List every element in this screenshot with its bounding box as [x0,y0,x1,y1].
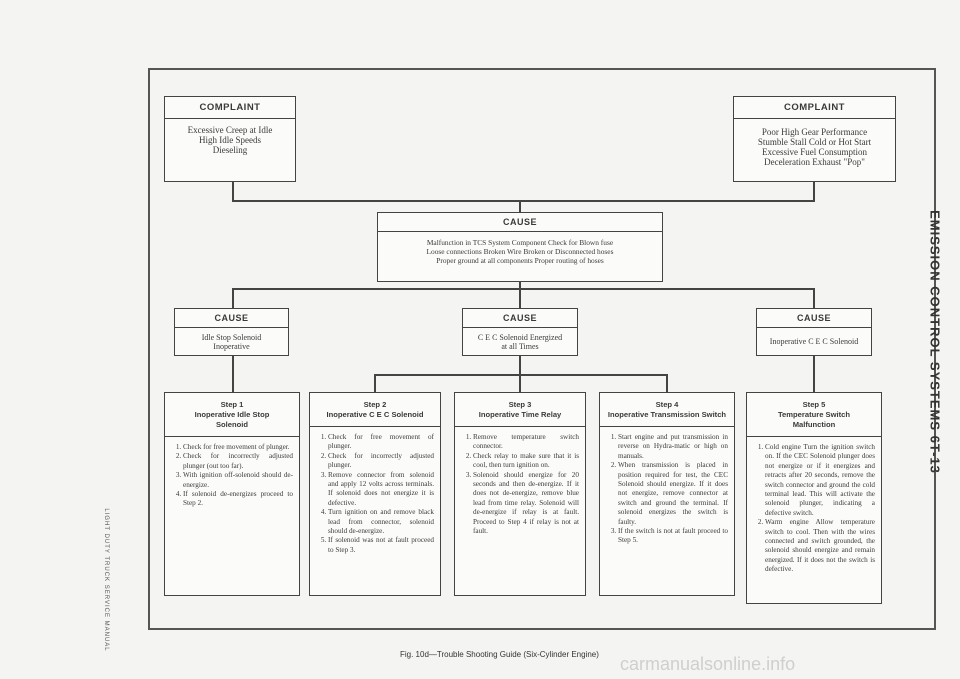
step-list: Remove temperature switch connector. Che… [455,427,585,536]
cause-line: Inoperative [213,342,250,351]
step-number: Step 4 [655,400,679,409]
step-number: Step 2 [363,400,387,409]
step-heading: Solenoid [215,420,249,429]
step-box-1: Step 1 Inoperative Idle Stop Solenoid Ch… [164,392,300,596]
list-item: If the switch is not at fault proceed to… [618,527,728,546]
complaint-line: Stumble Stall Cold or Hot Start [757,137,872,147]
cause-line: Proper ground at all components Proper r… [436,256,604,265]
step-list: Check for free movement of plunger. Chec… [310,427,440,555]
connector-line [232,200,815,202]
step-title: Step 5 Temperature Switch Malfunction [747,393,881,437]
step-heading: Inoperative C E C Solenoid [326,410,424,419]
list-item: Check for incorrectly adjusted plunger. [328,452,434,471]
list-item: Remove connector from solenoid and apply… [328,471,434,509]
step-heading: Malfunction [792,420,836,429]
step-box-2: Step 2 Inoperative C E C Solenoid Check … [309,392,441,596]
complaint-line: Poor High Gear Performance [761,127,868,137]
connector-line [232,288,234,308]
step-heading: Temperature Switch [777,410,851,419]
step-list: Check for free movement of plunger. Chec… [165,437,299,509]
complaint-line: Dieseling [212,145,248,155]
cause-box-mid: CAUSE C E C Solenoid Energized at all Ti… [462,308,578,356]
step-title: Step 1 Inoperative Idle Stop Solenoid [165,393,299,437]
complaint-header: COMPLAINT [734,97,895,119]
step-title: Step 2 Inoperative C E C Solenoid [310,393,440,427]
connector-line [232,356,234,392]
connector-line [374,374,376,392]
figure-caption: Fig. 10d—Trouble Shooting Guide (Six-Cyl… [400,650,599,659]
cause-box-left: CAUSE Idle Stop Solenoid Inoperative [174,308,289,356]
cause-line: Loose connections Broken Wire Broken or … [426,247,614,256]
complaint-text: Poor High Gear Performance Stumble Stall… [734,119,895,173]
step-box-3: Step 3 Inoperative Time Relay Remove tem… [454,392,586,596]
step-heading: Inoperative Idle Stop [194,410,270,419]
complaint-line: Excessive Fuel Consumption [762,147,867,157]
step-number: Step 1 [220,400,244,409]
connector-line [519,288,521,308]
list-item: Check for incorrectly adjusted plunger (… [183,452,293,471]
list-item: Check relay to make sure that it is cool… [473,452,579,471]
step-box-4: Step 4 Inoperative Transmission Switch S… [599,392,735,596]
connector-line [519,282,521,290]
cause-line: Inoperative C E C Solenoid [769,337,859,346]
step-list: Start engine and put transmission in rev… [600,427,734,546]
cause-text: C E C Solenoid Energized at all Times [463,328,577,356]
step-heading: Inoperative Transmission Switch [607,410,727,419]
cause-header: CAUSE [378,213,662,232]
list-item: Remove temperature switch connector. [473,433,579,452]
cause-header: CAUSE [463,309,577,328]
connector-line [519,356,521,376]
list-item: Warm engine Allow temperature switch to … [765,518,875,574]
list-item: Check for free movement of plunger. [328,433,434,452]
connector-line [813,182,815,202]
complaint-header: COMPLAINT [165,97,295,119]
cause-box-right: CAUSE Inoperative C E C Solenoid [756,308,872,356]
connector-line [374,374,668,376]
cause-line: at all Times [501,342,539,351]
side-title-text: EMISSION CONTROL SYSTEMS 6T-13 [927,210,943,474]
step-heading: Inoperative Time Relay [478,410,562,419]
connector-line [813,288,815,308]
diagram-frame [148,68,936,630]
list-item: If solenoid was not at fault proceed to … [328,536,434,555]
list-item: With ignition off-solenoid should de-ene… [183,471,293,490]
step-number: Step 3 [508,400,532,409]
complaint-line: Excessive Creep at Idle [187,125,273,135]
connector-line [666,374,668,392]
side-label-text: LIGHT DUTY TRUCK SERVICE MANUAL [103,508,109,652]
list-item: Solenoid should energize for 20 seconds … [473,471,579,537]
watermark: carmanualsonline.info [620,654,796,674]
cause-box-center: CAUSE Malfunction in TCS System Componen… [377,212,663,282]
connector-line [232,180,234,202]
cause-line: Malfunction in TCS System Component Chec… [426,238,614,247]
step-title: Step 4 Inoperative Transmission Switch [600,393,734,427]
complaint-text: Excessive Creep at Idle High Idle Speeds… [165,119,295,161]
step-title: Step 3 Inoperative Time Relay [455,393,585,427]
cause-header: CAUSE [757,309,871,328]
connector-line [519,374,521,392]
connector-line [813,356,815,392]
connector-line [519,200,521,212]
list-item: Turn ignition on and remove black lead f… [328,508,434,536]
list-item: If solenoid de-energizes proceed to Step… [183,490,293,509]
complaint-box-right: COMPLAINT Poor High Gear Performance Stu… [733,96,896,182]
connector-line [232,288,815,290]
list-item: Check for free movement of plunger. [183,443,293,452]
step-box-5: Step 5 Temperature Switch Malfunction Co… [746,392,882,604]
list-item: Start engine and put transmission in rev… [618,433,728,461]
cause-text: Inoperative C E C Solenoid [757,328,871,355]
complaint-box-left: COMPLAINT Excessive Creep at Idle High I… [164,96,296,182]
complaint-line: High Idle Speeds [199,135,261,145]
cause-header: CAUSE [175,309,288,328]
step-list: Cold engine Turn the ignition switch on.… [747,437,881,575]
cause-text: Malfunction in TCS System Component Chec… [378,232,662,271]
cause-line: Idle Stop Solenoid [201,333,262,342]
list-item: When transmission is placed in position … [618,461,728,527]
complaint-line: Deceleration Exhaust "Pop" [764,157,865,167]
cause-line: C E C Solenoid Energized [477,333,563,342]
cause-text: Idle Stop Solenoid Inoperative [175,328,288,356]
list-item: Cold engine Turn the ignition switch on.… [765,443,875,518]
step-number: Step 5 [802,400,826,409]
